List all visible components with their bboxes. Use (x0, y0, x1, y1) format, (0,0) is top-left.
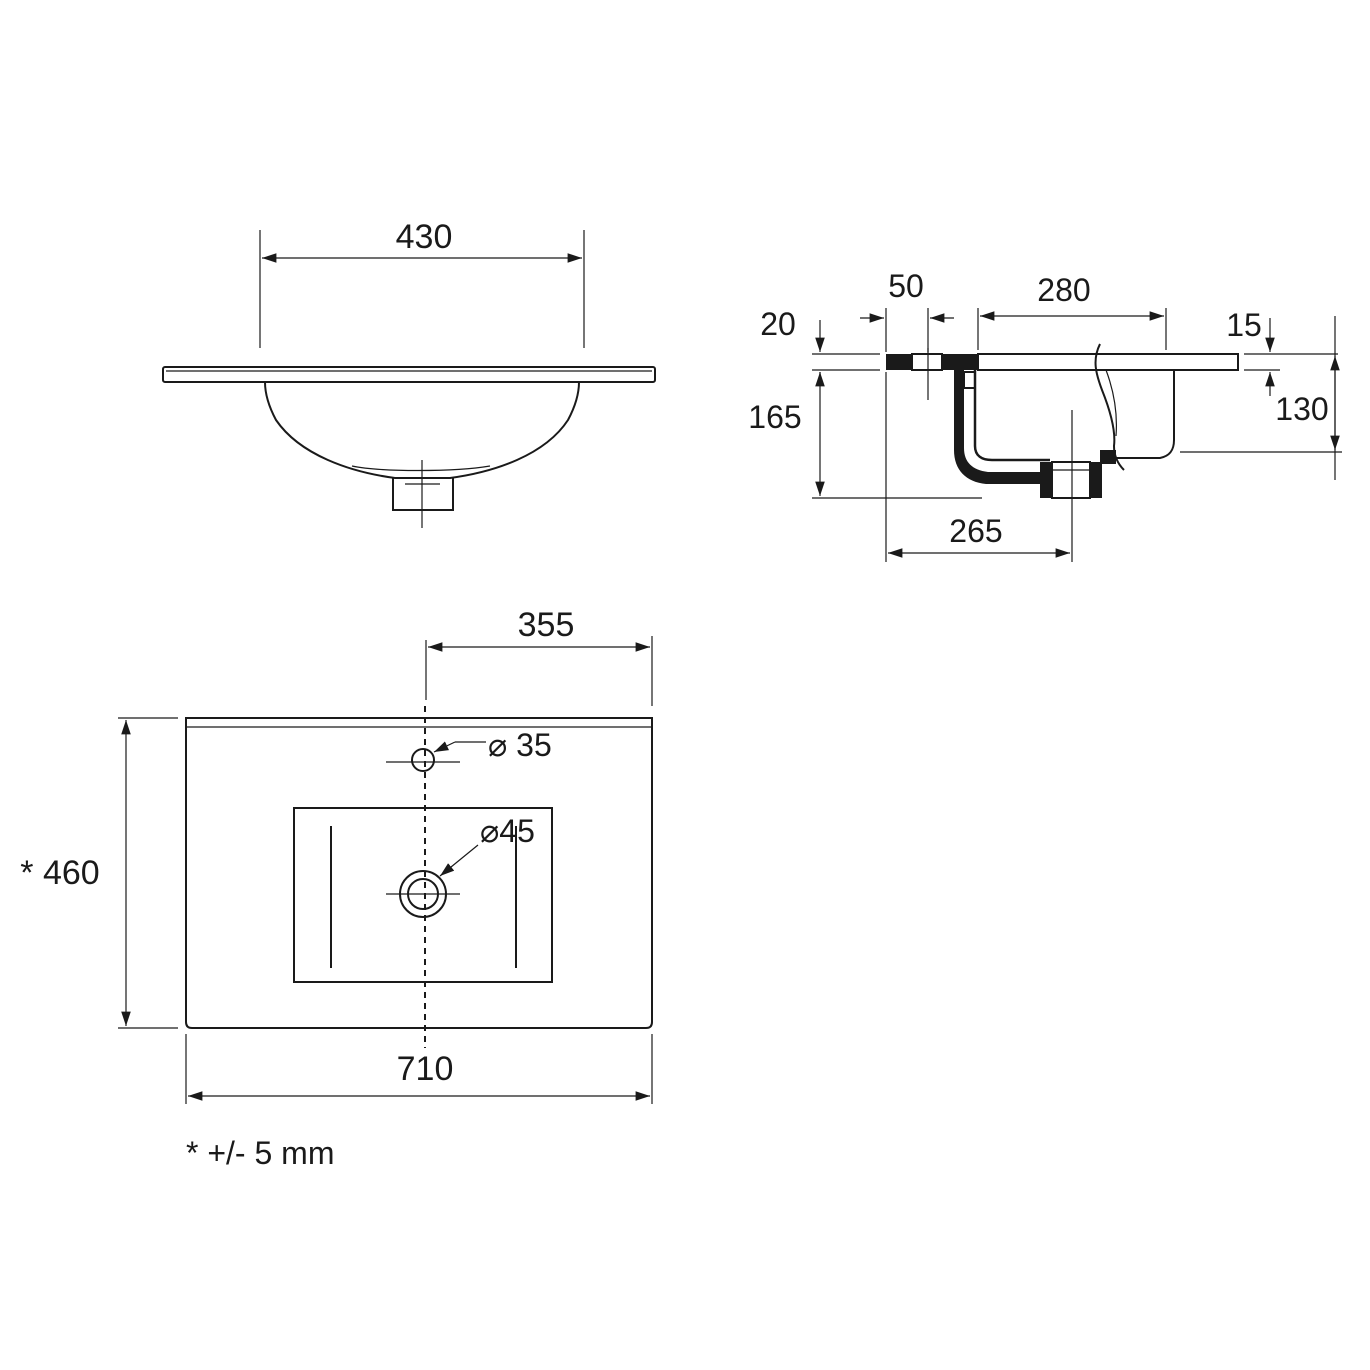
side-view: 20 50 280 15 165 (748, 268, 1342, 562)
plan-tap-hole-label: ⌀ 35 (488, 727, 552, 763)
plan-countertop (185, 717, 653, 1029)
front-countertop (162, 366, 656, 383)
plan-width-label: 710 (397, 1050, 454, 1088)
side-rim-dimension: 15 (1226, 307, 1338, 396)
front-width-dimension: 430 (259, 218, 585, 348)
side-drain-offset-label: 265 (949, 513, 1002, 549)
side-rim-label: 15 (1226, 307, 1262, 343)
side-drain-section (1040, 450, 1116, 499)
side-bowl-depth-label: 130 (1275, 391, 1328, 427)
side-break-line (1094, 343, 1125, 471)
side-countertop-right (977, 353, 1239, 371)
front-drain-outlet (392, 478, 454, 511)
side-bowl-depth-dimension: 130 (1180, 316, 1342, 480)
side-overall-height-dimension: 165 (748, 372, 982, 499)
side-top-thickness-label: 20 (760, 306, 796, 342)
side-bowl-width-label: 280 (1037, 272, 1090, 308)
side-tap-hole-dimension: 50 (860, 268, 954, 352)
plan-drain-hole: ⌀45 (386, 813, 535, 918)
plan-basin (293, 807, 553, 983)
side-bowl-outline (1116, 370, 1175, 459)
plan-center-offset-dimension: 355 (425, 606, 653, 706)
plan-view: 355 * 460 710 ⌀ 35 (20, 606, 653, 1104)
plan-drain-label: ⌀45 (480, 813, 535, 849)
plan-width-dimension: 710 (185, 1034, 653, 1104)
tolerance-footnote: * +/- 5 mm (186, 1135, 334, 1171)
side-overall-height-label: 165 (748, 399, 801, 435)
side-tap-hole-label: 50 (888, 268, 924, 304)
front-view: 430 (162, 218, 656, 528)
plan-depth-dimension: * 460 (20, 717, 178, 1029)
plan-tap-hole: ⌀ 35 (386, 727, 552, 772)
side-bowl-wall (956, 370, 1040, 480)
front-width-label: 430 (396, 218, 453, 256)
plan-depth-label: * 460 (20, 854, 99, 892)
side-bowl-width-dimension: 280 (977, 272, 1167, 350)
plan-center-offset-label: 355 (518, 606, 575, 644)
side-countertop-section-left (886, 354, 912, 370)
side-top-thickness-dimension: 20 (760, 306, 880, 386)
side-drain-offset-dimension: 265 (885, 372, 1073, 562)
